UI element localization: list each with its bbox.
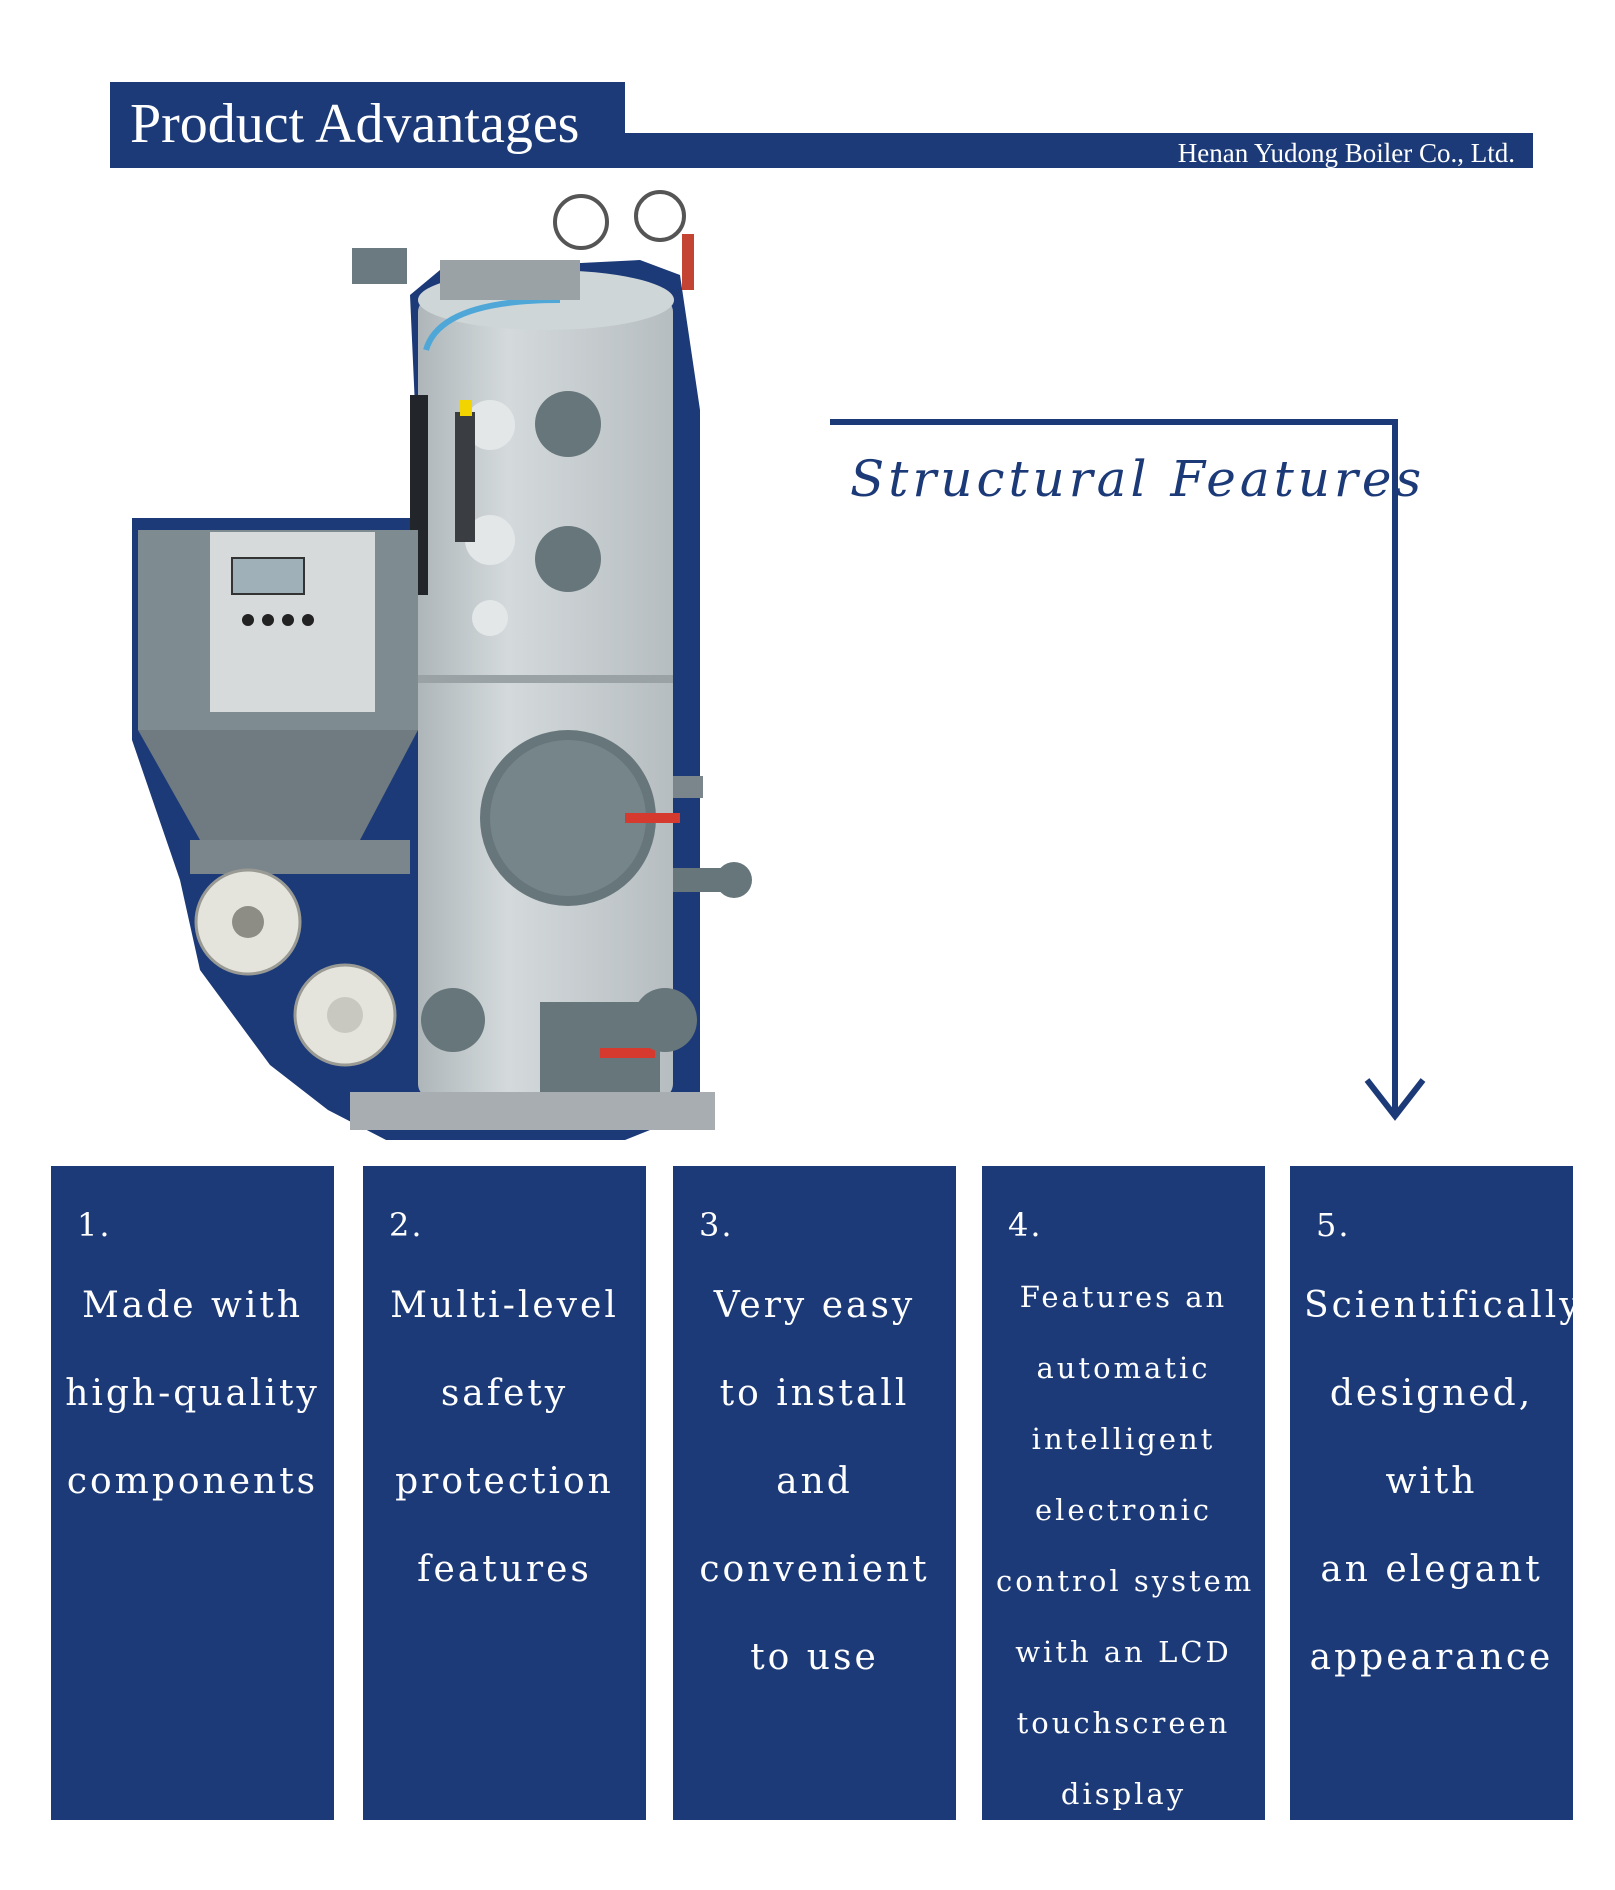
feature-text: Made with high-quality components: [65, 1262, 320, 1526]
feature-text: Features an automatic intelligent electr…: [996, 1262, 1251, 1820]
boiler-base: [350, 1092, 715, 1130]
feature-line: high-quality: [65, 1373, 320, 1414]
feature-line: designed,: [1329, 1373, 1534, 1414]
feature-card-5: 5. Scientifically designed, with an eleg…: [1290, 1166, 1573, 1820]
feature-line: control system: [996, 1564, 1255, 1598]
structural-features-arrow: [830, 419, 1426, 1121]
control-cabinet: [138, 530, 418, 840]
feature-line: display: [1060, 1777, 1187, 1811]
boiler-product-image: [132, 190, 752, 1140]
feature-line: to install: [719, 1373, 910, 1414]
water-level-gauge: [410, 395, 475, 595]
feature-text: Multi-level safety protection features: [377, 1262, 632, 1614]
feature-line: appearance: [1309, 1637, 1554, 1678]
feature-line: to use: [750, 1637, 879, 1678]
feature-line: Scientifically: [1304, 1285, 1573, 1326]
feature-line: touchscreen: [1016, 1706, 1231, 1740]
feature-line: automatic: [1036, 1351, 1211, 1385]
feature-card-3: 3. Very easy to install and convenient t…: [673, 1166, 956, 1820]
boiler-body: [418, 270, 674, 1098]
feature-line: an elegant: [1320, 1549, 1543, 1590]
feature-card-2: 2. Multi-level safety protection feature…: [363, 1166, 646, 1820]
feature-line: Very easy: [713, 1285, 916, 1326]
feature-line: safety: [440, 1373, 569, 1414]
feature-line: electronic: [1034, 1493, 1212, 1527]
feature-number: 2.: [389, 1206, 424, 1244]
header-title-box: Product Advantages: [110, 82, 625, 168]
feature-line: Multi-level: [390, 1285, 619, 1326]
feature-line: with an LCD: [1015, 1635, 1232, 1669]
feature-card-1: 1. Made with high-quality components: [51, 1166, 334, 1820]
pressure-gauges: [352, 190, 694, 300]
feature-line: protection: [395, 1461, 614, 1502]
structural-features-label: Structural Features: [850, 450, 1426, 508]
feature-line: Features an: [1019, 1280, 1228, 1314]
burner-fans: [190, 840, 410, 1067]
feature-number: 4.: [1008, 1206, 1043, 1244]
feature-number: 5.: [1316, 1206, 1351, 1244]
feature-line: convenient: [699, 1549, 930, 1590]
side-valves: [673, 776, 752, 898]
feature-text: Scientifically designed, with an elegant…: [1304, 1262, 1573, 1702]
feature-number: 3.: [699, 1206, 734, 1244]
feature-line: and: [776, 1461, 853, 1502]
feature-line: with: [1385, 1461, 1478, 1502]
feature-line: Made with: [81, 1285, 304, 1326]
feature-number: 1.: [77, 1206, 112, 1244]
page-title: Product Advantages: [130, 93, 580, 155]
company-name: Henan Yudong Boiler Co., Ltd.: [1177, 138, 1515, 168]
furnace-door: [421, 730, 697, 1092]
inspection-ports: [465, 391, 601, 636]
feature-line: components: [66, 1461, 319, 1502]
feature-text: Very easy to install and convenient to u…: [687, 1262, 942, 1702]
header-bar: Henan Yudong Boiler Co., Ltd.: [625, 133, 1533, 168]
feature-card-4: 4. Features an automatic intelligent ele…: [982, 1166, 1265, 1820]
feature-line: intelligent: [1031, 1422, 1216, 1456]
feature-line: features: [417, 1549, 592, 1590]
